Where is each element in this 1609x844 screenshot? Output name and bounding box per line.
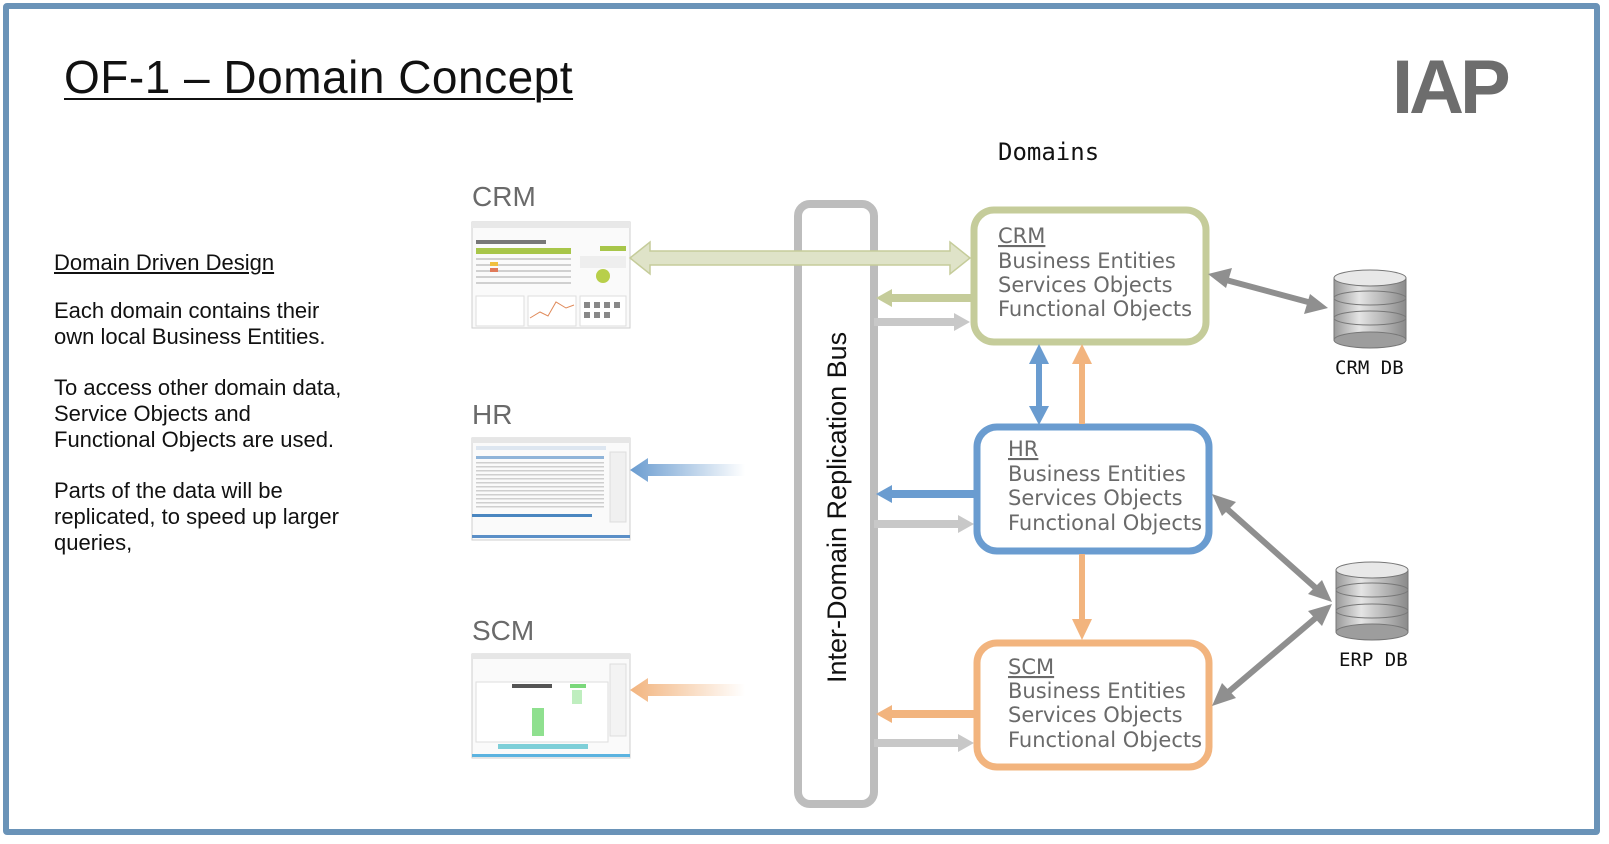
hr-app-arrow — [630, 458, 745, 482]
iap-logo: IAP — [1392, 45, 1511, 130]
paragraph-line: To access other domain data, — [54, 375, 342, 400]
erp-db-label: ERP DB — [1339, 649, 1408, 671]
paragraph-line: Each domain contains their — [54, 298, 320, 323]
crm-hr-blue-double-arrow — [1029, 344, 1049, 425]
hr-out-arrow — [876, 485, 976, 503]
domain-line: Functional Objects — [1008, 728, 1202, 752]
hr-in-arrow — [874, 515, 974, 533]
domain-title-hr: HR — [1008, 437, 1038, 461]
domain-line: Business Entities — [998, 249, 1176, 273]
paragraph-3: Parts of the data will be replicated, to… — [54, 478, 384, 556]
hr-scm-orange-arrow — [1072, 554, 1092, 640]
crm-sync-arrow — [628, 240, 972, 276]
crm-db-connector — [1208, 268, 1328, 314]
crm-app-screenshot — [471, 221, 631, 329]
hr-app-screenshot — [471, 437, 631, 541]
paragraph-line: own local Business Entities. — [54, 324, 326, 349]
domains-label: Domains — [998, 138, 1099, 166]
paragraph-line: queries, — [54, 530, 133, 555]
domain-line: Functional Objects — [1008, 511, 1202, 535]
hr-crm-orange-arrow — [1072, 344, 1092, 424]
scm-in-arrow — [874, 734, 974, 752]
erp-db-icon — [1335, 561, 1409, 641]
domain-line: Business Entities — [1008, 679, 1186, 703]
paragraph-1: Each domain contains their own local Bus… — [54, 298, 384, 350]
domain-line: Services Objects — [1008, 486, 1183, 510]
app-label-hr: HR — [472, 399, 512, 430]
paragraph-line: replicated, to speed up larger — [54, 504, 339, 529]
scm-out-arrow — [876, 705, 976, 723]
domain-box-crm — [970, 206, 1210, 346]
crm-in-arrow — [874, 313, 970, 331]
paragraph-line: Parts of the data will be — [54, 478, 283, 503]
crm-db-label: CRM DB — [1335, 357, 1404, 379]
slide-frame — [3, 3, 1600, 835]
paragraph-line: Functional Objects are used. — [54, 427, 335, 452]
paragraph-line: Service Objects and — [54, 401, 251, 426]
app-label-scm: SCM — [472, 615, 534, 646]
left-heading: Domain Driven Design — [54, 250, 275, 275]
paragraph-2: To access other domain data, Service Obj… — [54, 375, 384, 453]
replication-bus — [794, 200, 878, 808]
crm-db-icon — [1333, 269, 1407, 349]
scm-app-screenshot — [471, 653, 631, 759]
domain-box-hr — [973, 423, 1213, 555]
slide-title: OF-1 – Domain Concept — [64, 51, 574, 103]
domain-line: Functional Objects — [998, 297, 1192, 321]
domain-line: Business Entities — [1008, 462, 1186, 486]
app-label-crm: CRM — [472, 181, 536, 212]
domain-title-scm: SCM — [1008, 655, 1054, 679]
domain-line: Services Objects — [1008, 703, 1183, 727]
crm-out-arrow — [876, 289, 972, 307]
replication-bus-label: Inter-Domain Replication Bus — [822, 332, 852, 683]
domain-line: Services Objects — [998, 273, 1173, 297]
domain-box-scm — [973, 639, 1213, 771]
domain-title-crm: CRM — [998, 224, 1045, 248]
scm-app-arrow — [630, 678, 745, 702]
scm-erp-connector — [1212, 604, 1332, 706]
hr-erp-connector — [1212, 494, 1332, 602]
